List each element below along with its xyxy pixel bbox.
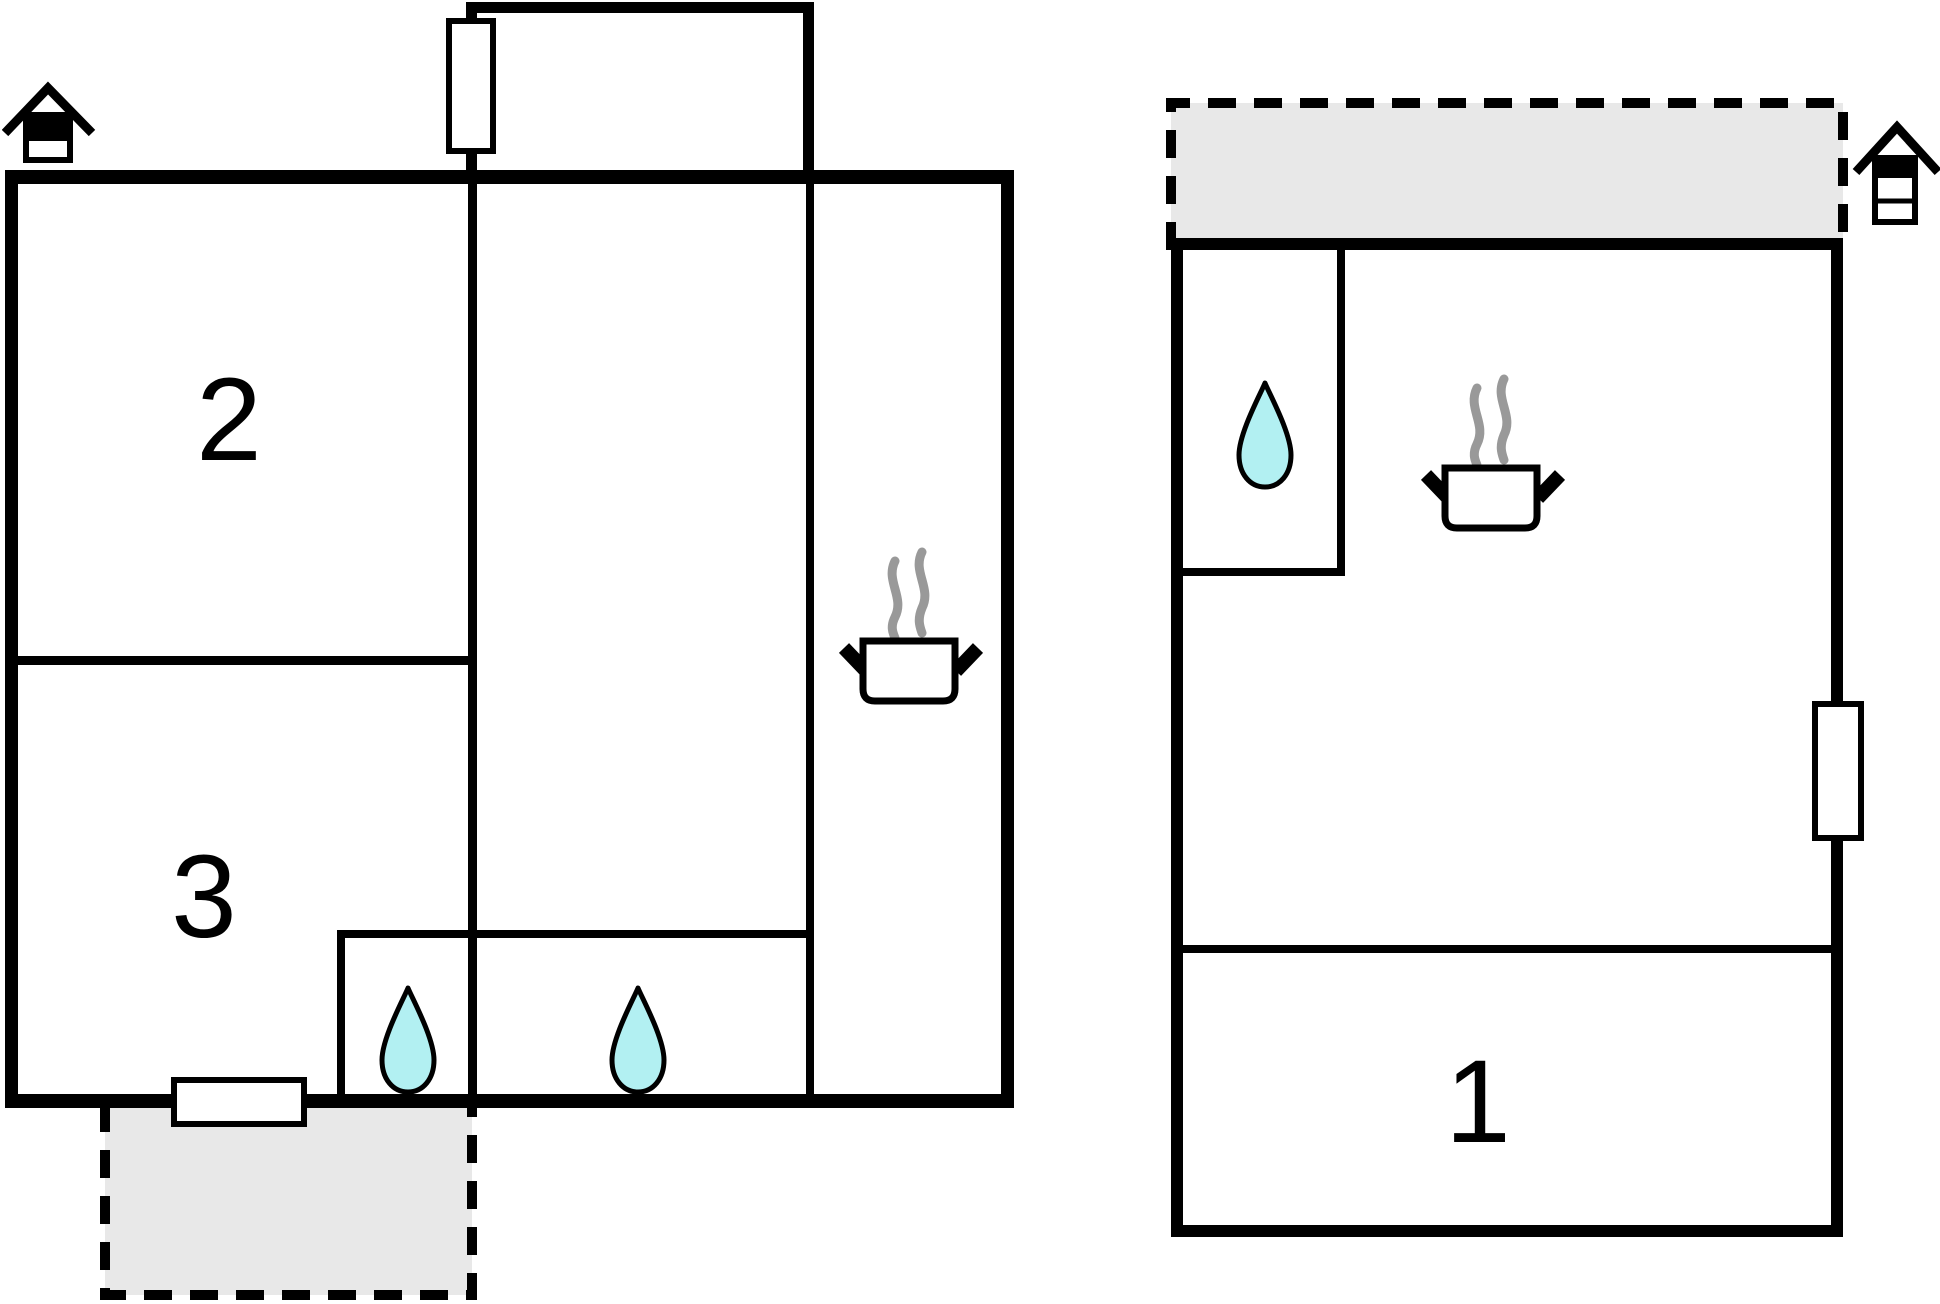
- outer-top-wall: [5, 170, 1014, 184]
- outer-right-wall: [1001, 170, 1014, 1108]
- room1-divider-wall: [1183, 945, 1831, 953]
- chimney-black-band: [1872, 155, 1918, 178]
- chimney-icon: [2, 81, 96, 163]
- water-drop-shape: [609, 985, 667, 1095]
- right-window: [1812, 701, 1864, 841]
- bumpout-top-wall: [466, 2, 814, 13]
- chimney-black-band: [23, 112, 73, 141]
- stove-pot-icon: [1420, 374, 1566, 532]
- bumpout-right-wall: [803, 2, 814, 178]
- water-drop-shape: [379, 985, 437, 1095]
- central-wall: [468, 184, 477, 1094]
- chimney-roof: [2, 81, 96, 137]
- outer-bottom-wall: [5, 1094, 1014, 1108]
- outer-bottom-wall: [1171, 1225, 1843, 1237]
- pot-body: [1441, 464, 1541, 532]
- terrace-bottom: [100, 1104, 477, 1300]
- water-drop-shape: [1236, 380, 1294, 490]
- outer-top-wall: [1171, 238, 1843, 250]
- shower-right-wall: [1337, 250, 1345, 576]
- bathroom-top-wall: [340, 930, 810, 938]
- steam-line: [1469, 383, 1485, 470]
- bottom-door: [171, 1077, 307, 1127]
- corridor-wall: [806, 184, 814, 1094]
- terrace-dashed-border: [1166, 98, 1848, 250]
- room-label-2: 2: [196, 354, 262, 486]
- steam-line: [1496, 374, 1512, 465]
- room-label-3: 3: [171, 831, 237, 963]
- water-drop-icon: [609, 985, 667, 1095]
- terrace-dashed-border: [100, 1104, 477, 1300]
- water-drop-icon: [379, 985, 437, 1095]
- room-divider-wall: [10, 656, 477, 665]
- pot-handle-right: [950, 643, 984, 676]
- chimney-roof: [1852, 120, 1940, 176]
- room-label-1: 1: [1445, 1036, 1511, 1168]
- steam-line: [887, 556, 903, 643]
- outer-left-wall: [5, 170, 18, 1108]
- pot-handle-right: [1532, 470, 1566, 503]
- steam-line: [914, 547, 930, 638]
- top-window: [446, 18, 496, 154]
- pot-body: [859, 637, 959, 705]
- terrace-fill: [1171, 103, 1843, 250]
- bathroom-left-wall: [337, 930, 345, 1094]
- chimney-icon: [1852, 120, 1940, 225]
- terrace-top: [1166, 98, 1848, 250]
- stove-pot-icon: [838, 547, 984, 705]
- shower-bottom-wall: [1183, 568, 1345, 576]
- outer-left-wall: [1171, 238, 1183, 1237]
- water-drop-icon: [1236, 380, 1294, 490]
- terrace-fill: [105, 1104, 472, 1295]
